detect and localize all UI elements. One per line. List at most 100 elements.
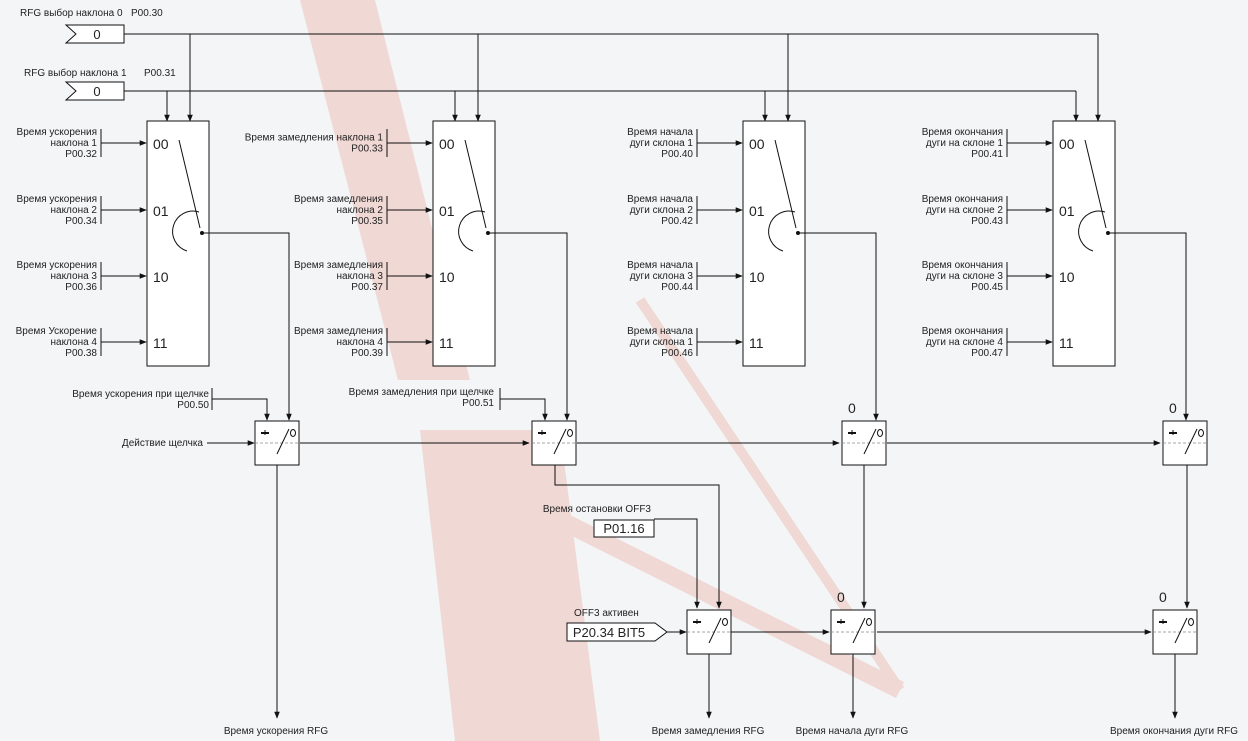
slope-select-0-input: RFG выбор наклона 0 P00.30 0 xyxy=(20,7,163,43)
svg-text:RFG выбор наклона 1: RFG выбор наклона 1 xyxy=(24,67,127,79)
parameter-label: Время Ускорение xyxy=(16,326,98,337)
parameter-label: дуги на склоне 4 xyxy=(926,337,1004,348)
selector-position-label: 11 xyxy=(1059,335,1074,351)
parameter-label: дуги склона 2 xyxy=(630,205,694,216)
svg-text:0: 0 xyxy=(93,84,100,99)
selector-position-label: 01 xyxy=(153,203,169,219)
parameter-label: P00.38 xyxy=(65,348,97,359)
zero-input-label: 0 xyxy=(1159,589,1167,605)
parameter-label: P00.37 xyxy=(351,282,383,293)
selector-position-label: 10 xyxy=(439,269,455,285)
parameter-label: наклона 4 xyxy=(336,337,383,348)
output-arc-end-time: Время окончания дуги RFG xyxy=(1110,726,1238,737)
parameter-label: Время замедления xyxy=(294,194,383,205)
zero-input-label: 0 xyxy=(848,400,856,416)
parameter-label: наклона 2 xyxy=(50,205,97,216)
svg-text:P01.16: P01.16 xyxy=(603,521,644,536)
selector-position-label: 01 xyxy=(439,203,455,219)
parameter-label: P00.42 xyxy=(661,216,693,227)
svg-text:Время остановки OFF3: Время остановки OFF3 xyxy=(543,504,652,515)
parameter-label: P00.35 xyxy=(351,216,383,227)
parameter-label: наклона 2 xyxy=(336,205,383,216)
selector-position-label: 10 xyxy=(749,269,765,285)
parameter-label: Время начала xyxy=(627,326,693,337)
output-accel-time: Время ускорения RFG xyxy=(224,726,329,737)
selector-position-label: 01 xyxy=(1059,203,1075,219)
slope-select-1-input: RFG выбор наклона 1 P00.31 0 xyxy=(24,67,176,100)
parameter-label: Время окончания xyxy=(922,127,1003,138)
parameter-label: Время ускорения xyxy=(17,194,97,205)
parameter-label: дуги на склоне 3 xyxy=(926,271,1004,282)
parameter-label: дуги склона 3 xyxy=(630,271,694,282)
parameter-label: дуги на склоне 1 xyxy=(926,138,1004,149)
svg-text:0: 0 xyxy=(93,27,100,42)
selector-position-label: 11 xyxy=(153,335,168,351)
jog-accel-input: Время ускорения при щелчке P00.50 xyxy=(72,388,267,420)
parameter-label: P00.41 xyxy=(971,149,1003,160)
parameter-label: дуги склона 1 xyxy=(630,138,694,149)
changeover-switch-6: 0 xyxy=(831,589,875,654)
svg-text:P00.31: P00.31 xyxy=(144,68,176,79)
svg-text:Время замедления при щелчке: Время замедления при щелчке xyxy=(349,387,495,398)
parameter-label: дуги на склоне 2 xyxy=(926,205,1004,216)
svg-text:P00.30: P00.30 xyxy=(131,8,163,19)
parameter-label: P00.36 xyxy=(65,282,97,293)
parameter-label: Время ускорения xyxy=(17,260,97,271)
svg-text:Действие щелчка: Действие щелчка xyxy=(122,438,204,449)
selector-position-label: 11 xyxy=(749,335,764,351)
parameter-label: наклона 3 xyxy=(50,271,97,282)
selector-position-label: 11 xyxy=(439,335,454,351)
svg-text:RFG выбор наклона 0: RFG выбор наклона 0 xyxy=(20,7,123,19)
parameter-label: P00.34 xyxy=(65,216,97,227)
slope-select-bus xyxy=(124,34,1098,121)
parameter-label: P00.46 xyxy=(661,348,693,359)
parameter-label: Время замедления xyxy=(294,260,383,271)
parameter-label: Время окончания xyxy=(922,326,1003,337)
parameter-label: Время начала xyxy=(627,194,693,205)
changeover-switch-7: 0 xyxy=(1153,589,1197,654)
off3-active-input: OFF3 активен P20.34 BIT5 xyxy=(567,608,686,641)
changeover-switch-2 xyxy=(532,421,576,465)
changeover-switch-3: 0 xyxy=(842,400,886,465)
parameter-label: P00.45 xyxy=(971,282,1003,293)
selector-switch-box xyxy=(1053,121,1115,366)
svg-text:P00.50: P00.50 xyxy=(177,400,209,411)
selector-position-label: 00 xyxy=(439,136,455,152)
parameter-label: P00.39 xyxy=(351,348,383,359)
output-arc-start-time: Время начала дуги RFG xyxy=(796,726,909,737)
selector-switch-box xyxy=(743,121,805,366)
changeover-switch-5 xyxy=(687,610,731,654)
zero-input-label: 0 xyxy=(1169,400,1177,416)
selector-position-label: 00 xyxy=(1059,136,1075,152)
selector-position-label: 10 xyxy=(153,269,169,285)
parameter-label: Время замедления xyxy=(294,326,383,337)
parameter-label: наклона 1 xyxy=(50,138,97,149)
parameter-label: Время начала xyxy=(627,127,693,138)
parameter-label: Время замедления наклона 1 xyxy=(245,133,384,144)
parameter-label: P00.44 xyxy=(661,282,693,293)
selector-switch-box xyxy=(147,121,209,366)
parameter-label: P00.47 xyxy=(971,348,1003,359)
parameter-label: P00.33 xyxy=(351,144,383,155)
parameter-label: P00.32 xyxy=(65,149,97,160)
selector-position-label: 00 xyxy=(153,136,169,152)
svg-text:Время ускорения при щелчке: Время ускорения при щелчке xyxy=(72,389,209,400)
parameter-label: Время ускорения xyxy=(17,127,97,138)
svg-text:P00.51: P00.51 xyxy=(462,398,494,409)
output-decel-time: Время замедления RFG xyxy=(652,726,765,737)
jog-decel-input: Время замедления при щелчке P00.51 xyxy=(349,387,545,420)
parameter-label: Время начала xyxy=(627,260,693,271)
parameter-label: P00.40 xyxy=(661,149,693,160)
changeover-switch-1 xyxy=(255,421,299,465)
zero-input-label: 0 xyxy=(837,589,845,605)
parameter-label: наклона 3 xyxy=(336,271,383,282)
svg-text:P20.34 BIT5: P20.34 BIT5 xyxy=(573,625,645,640)
parameter-label: P00.43 xyxy=(971,216,1003,227)
parameter-label: Время окончания xyxy=(922,194,1003,205)
changeover-switch-4: 0 xyxy=(1163,400,1207,465)
jog-action-input: Действие щелчка xyxy=(122,438,254,449)
